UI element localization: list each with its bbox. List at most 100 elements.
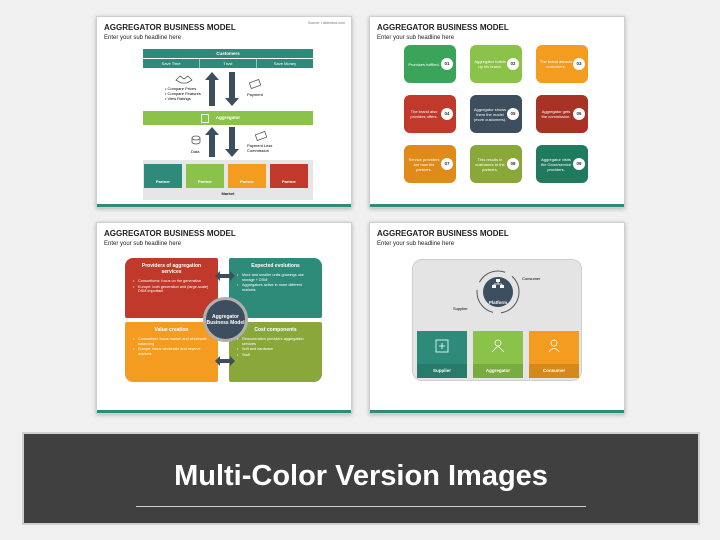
- partner-box-3: Partner: [228, 164, 266, 188]
- flow-arrows-bottom: [205, 127, 239, 157]
- partner-label: Partner: [155, 179, 170, 184]
- step-tile-02: Aggregator builds up his brand.02: [470, 45, 522, 83]
- card-aggregator: Aggregator: [473, 331, 523, 378]
- quad-providers: Providers of aggregation services Consor…: [125, 258, 218, 318]
- card-label: Supplier: [417, 364, 467, 378]
- note-view-ratings: • View Ratings: [165, 95, 191, 101]
- supplier-label: Supplier: [453, 306, 468, 311]
- quad-item: Remuneration providers aggregation servi…: [237, 337, 314, 346]
- tile-text: Aggregator gets the commission.: [541, 109, 571, 119]
- slide-title: AGGREGATOR BUSINESS MODEL: [377, 23, 509, 32]
- partner-label: Partner: [197, 179, 212, 184]
- slide-thumbnail-3[interactable]: AGGREGATOR BUSINESS MODEL Enter your sub…: [96, 222, 352, 414]
- slide-title: AGGREGATOR BUSINESS MODEL: [104, 23, 236, 32]
- quad-item: Consortium: focus market and wholesale b…: [133, 337, 210, 346]
- tile-text: The brand attracts customers.: [539, 59, 573, 69]
- tile-text: Aggregator shows them the model (more cu…: [473, 106, 507, 122]
- partner-box-4: Partner: [270, 164, 308, 188]
- quad-heading: Providers of aggregation services: [141, 263, 202, 275]
- slide-accent-bar: [97, 410, 351, 413]
- network-icon: [492, 279, 504, 288]
- tile-number: 09: [573, 158, 585, 170]
- money-icon: [249, 79, 261, 89]
- banner-title: Multi-Color Version Images: [174, 460, 548, 492]
- quad-item: Europe: both generation and (large-scale…: [133, 285, 210, 294]
- double-arrow-icon: [215, 271, 235, 281]
- consumer-icon: [548, 339, 560, 353]
- quad-item: Aggregators active in more different mar…: [237, 283, 314, 292]
- partner-label: Partner: [281, 179, 296, 184]
- tile-number: 06: [573, 108, 585, 120]
- slide-title: AGGREGATOR BUSINESS MODEL: [377, 229, 509, 238]
- tile-text: Aggregator builds up his brand.: [474, 59, 506, 69]
- money-icon-2: [255, 131, 267, 141]
- quad-heading: Cost components: [254, 327, 297, 333]
- tile-number: 05: [507, 108, 519, 120]
- double-arrow-icon: [215, 356, 235, 366]
- payment-less-label: Payment Less: [247, 143, 273, 148]
- platform-label: Platform: [488, 300, 508, 305]
- source-note: Source: i slidesbox.com: [308, 21, 345, 25]
- quad-item: More and smaller units growings use stor…: [237, 273, 314, 282]
- slide-subtitle: Enter your sub headline here: [104, 35, 182, 41]
- step-tile-04: The brand also provides offers.04: [404, 95, 456, 133]
- cycle-arrows-icon: [476, 270, 520, 314]
- step-tile-01: Promises fulfilled.01: [404, 45, 456, 83]
- tile-number: 01: [441, 58, 453, 70]
- banner-divider: [136, 506, 586, 507]
- tile-number: 08: [507, 158, 519, 170]
- slide-subtitle: Enter your sub headline here: [377, 241, 455, 247]
- quad-item: Europe: focus wholesale and reserve mark…: [133, 347, 210, 356]
- center-circle: Aggregator Business Model: [203, 297, 248, 342]
- tile-text: This results in customers to the partner…: [475, 156, 505, 172]
- tile-text: The brand also provides offers.: [410, 109, 438, 119]
- partner-box-2: Partner: [186, 164, 224, 188]
- handshake-icon: [175, 75, 193, 84]
- slide-subtitle: Enter your sub headline here: [104, 241, 182, 247]
- slide-accent-bar: [370, 204, 624, 207]
- partner-label: Partner: [239, 179, 254, 184]
- data-icon: [191, 135, 201, 145]
- note-compare-prices: • Compare Prices: [165, 86, 197, 91]
- step-tile-07: Service providers are now the partners.0…: [404, 145, 456, 183]
- quad-item: Soft and hardware: [237, 347, 314, 352]
- data-label: Data: [191, 149, 200, 154]
- document-icon: [201, 114, 209, 123]
- compare-notes: • Compare Prices • Compare Features • Vi…: [165, 86, 201, 101]
- slide-thumbnail-1[interactable]: AGGREGATOR BUSINESS MODEL Enter your sub…: [96, 16, 352, 208]
- card-label: Aggregator: [473, 364, 523, 378]
- step-tile-03: The brand attracts customers.03: [536, 45, 588, 83]
- quad-item: Consortiums: focus on the generation: [133, 279, 210, 284]
- tile-number: 04: [441, 108, 453, 120]
- tile-number: 03: [573, 58, 585, 70]
- slide-thumbnail-4[interactable]: AGGREGATOR BUSINESS MODEL Enter your sub…: [369, 222, 625, 414]
- step-tile-06: Aggregator gets the commission.06: [536, 95, 588, 133]
- quad-value-creation: Value creation Consortium: focus market …: [125, 322, 218, 382]
- step-tile-05: Aggregator shows them the model (more cu…: [470, 95, 522, 133]
- slide-title: AGGREGATOR BUSINESS MODEL: [104, 229, 236, 238]
- consumer-label: Consumer: [522, 276, 541, 281]
- step-tile-09: Aggregator visits the Good/service provi…: [536, 145, 588, 183]
- aggregator-bar: Aggregator: [143, 111, 313, 125]
- market-label: Market: [221, 191, 235, 196]
- slide-subtitle: Enter your sub headline here: [377, 35, 455, 41]
- quad-heading: Expected evolutions: [251, 263, 300, 269]
- flow-arrows-top: [205, 72, 239, 106]
- slide-accent-bar: [97, 204, 351, 207]
- version-banner: Multi-Color Version Images: [22, 432, 700, 525]
- note-compare-features: • Compare Features: [165, 90, 201, 96]
- slide-accent-bar: [370, 410, 624, 413]
- quad-cost-components: Cost components Remuneration providers a…: [229, 322, 322, 382]
- slide-thumbnail-2[interactable]: AGGREGATOR BUSINESS MODEL Enter your sub…: [369, 16, 625, 208]
- card-label: Consumer: [529, 364, 579, 378]
- supplier-icon: [435, 339, 449, 353]
- tile-text: Service providers are now the partners.: [408, 156, 440, 172]
- partner-box-1: Partner: [144, 164, 182, 188]
- commission-label: Commission: [247, 147, 270, 153]
- tile-text: Aggregator visits the Good/service provi…: [540, 156, 572, 172]
- benefit-save-time: Save Time: [161, 61, 181, 66]
- card-supplier: Supplier: [417, 331, 467, 378]
- customers-header: Customers: [143, 49, 313, 58]
- payment-less-commission: Payment Less Commission: [247, 143, 273, 154]
- tile-text: Promises fulfilled.: [408, 61, 440, 67]
